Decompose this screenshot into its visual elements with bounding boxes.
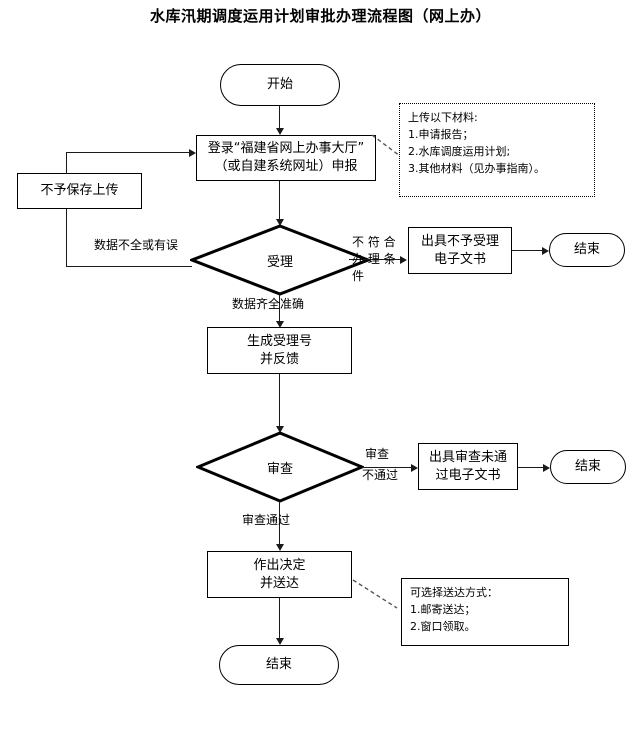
node-accept-decision: 受理 [190,224,370,296]
edge-label-review-pass: 审查通过 [242,513,291,527]
node-decide-deliver-line1: 作出决定 [253,557,306,573]
note-upload-heading: 上传以下材料: [408,111,478,124]
node-issue-no-accept-line2: 电子文书 [433,251,486,267]
node-issue-review-fail: 出具审查未通 过电子文书 [418,443,518,490]
node-end-top-label: 结束 [573,242,600,258]
note-delivery-item-1: 1.邮寄送达； [410,603,476,617]
arrow-gen-to-review [276,426,284,433]
edge-review-to-issue [362,467,414,468]
node-issue-no-accept-line1: 出具不予受理 [420,233,499,249]
edge-accept-to-reject-v [66,208,67,267]
arrow-issue-to-end-top [542,247,549,255]
edge-label-review-fail-2: 不通过 [362,468,399,482]
node-end-bottom-label: 结束 [265,657,292,673]
node-accept-decision-label: 受理 [266,254,293,270]
arrow-accept-to-gen [276,321,284,328]
node-issue-review-fail-line1: 出具审查未通 [428,449,507,465]
edge-label-not-qualified-2: 办 理 条 [352,252,396,266]
node-start-label: 开始 [266,77,293,93]
edge-issue-to-end-top [512,250,545,251]
node-gen-number: 生成受理号 并反馈 [207,327,352,374]
edge-accept-to-issue [349,259,403,260]
edge-label-review-fail-1: 审查 [365,447,390,461]
node-end-mid: 结束 [550,450,626,484]
page-title: 水库汛期调度运用计划审批办理流程图（网上办） [149,7,491,25]
note-delivery-options: 可选择送达方式： 1.邮寄送达； 2.窗口领取。 [401,578,569,646]
note-delivery-item-2: 2.窗口领取。 [410,620,476,634]
node-issue-review-fail-line2: 过电子文书 [435,467,501,483]
edge-gen-to-review [279,374,280,429]
node-decide-deliver: 作出决定 并送达 [207,551,352,598]
edge-login-to-accept [279,181,280,223]
note-delivery-heading: 可选择送达方式： [410,586,498,599]
note-upload-item-3: 3.其他材料（见办事指南）。 [408,162,545,176]
node-end-bottom: 结束 [219,645,339,685]
edge-reject-to-login-v [66,152,67,174]
arrow-reject-to-login [189,149,196,157]
arrow-review-to-decide [276,544,284,551]
edge-accept-to-gen [279,294,280,324]
edge-label-not-qualified-3: 件 [352,269,365,283]
connector-decide-to-delivery-note [352,579,398,609]
edge-label-data-complete: 数据齐全准确 [232,297,305,311]
note-upload-item-2: 2.水库调度运用计划; [408,145,511,159]
edge-issue-fail-to-end-mid [518,467,546,468]
arrow-accept-to-issue [400,256,407,264]
node-start: 开始 [220,64,340,106]
node-end-top: 结束 [549,233,625,267]
node-end-mid-label: 结束 [574,459,601,475]
note-upload-item-1: 1.申请报告； [408,128,474,142]
edge-label-data-incomplete: 数据不全或有误 [94,238,179,252]
node-gen-number-line2: 并反馈 [259,351,299,367]
node-reject-upload: 不予保存上传 [17,173,142,209]
note-upload-materials: 上传以下材料: 1.申请报告； 2.水库调度运用计划; 3.其他材料（见办事指南… [399,103,595,197]
node-reject-upload-label: 不予保存上传 [40,183,119,199]
node-gen-number-line1: 生成受理号 [246,333,312,349]
edge-decide-to-end-bottom [279,598,280,640]
edge-label-not-qualified-1: 不 符 合 [352,235,396,249]
arrow-issue-fail-to-end-mid [543,464,550,472]
node-login-line2: （或自建系统网址）申报 [214,159,358,174]
edge-review-to-decide [279,501,280,547]
node-decide-deliver-line2: 并送达 [259,575,299,591]
node-login: 登录“福建省网上办事大厅” （或自建系统网址）申报 [196,135,376,181]
arrow-review-to-issue [411,464,418,472]
node-login-line1: 登录“福建省网上办事大厅” [207,141,365,157]
edge-accept-to-reject-h [66,266,192,267]
node-review-decision-label: 审查 [266,461,293,477]
edge-start-to-login [279,106,280,129]
arrow-decide-to-end-bottom [276,638,284,645]
arrow-login-to-accept [276,219,284,226]
node-review-decision: 审查 [196,431,364,503]
node-issue-no-accept: 出具不予受理 电子文书 [408,227,512,274]
edge-reject-to-login-h [66,152,190,153]
arrow-start-to-login [276,128,284,135]
